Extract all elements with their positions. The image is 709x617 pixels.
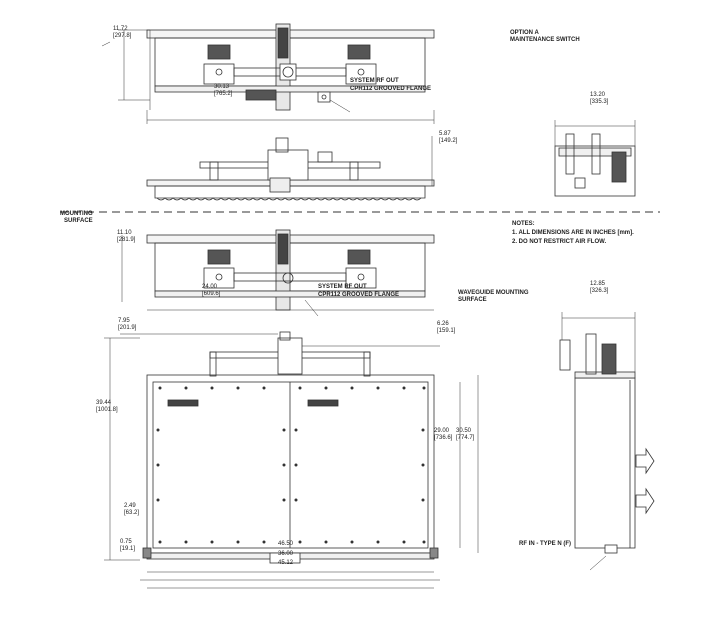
- notes-title: NOTES:: [512, 221, 535, 227]
- dim-d4-mm: [335.3]: [590, 99, 609, 105]
- dim-d17: 45.12: [278, 560, 293, 567]
- waveguide-line2: SURFACE: [458, 297, 487, 303]
- dim-d3-in: 5.87: [439, 131, 451, 137]
- dim-d16: 36.00: [278, 551, 293, 558]
- dim-d12-in: 30.50: [456, 428, 472, 434]
- rf-in-label: RF IN - TYPE N (F): [519, 541, 571, 547]
- dim-d8: 7.95[201.9]: [118, 318, 136, 332]
- flange-label-a: CPR112 GROOVED FLANGE: [350, 86, 432, 92]
- dim-d9-in: 6.26: [437, 321, 449, 327]
- dim-d14-in: 0.75: [120, 539, 132, 545]
- dim-d1-mm: [297.8]: [113, 33, 132, 39]
- dim-d15: 46.50: [278, 541, 293, 548]
- dim-d11-in: 29.00: [434, 428, 450, 434]
- dim-d14: 0.75[19.1]: [120, 539, 135, 553]
- front-view-screws: [156, 386, 426, 544]
- front-view: [104, 331, 479, 589]
- dim-d1: 11.72[297.8]: [113, 26, 131, 40]
- end-view-option-a: [554, 120, 636, 197]
- dim-d4: 13.20[335.3]: [590, 92, 608, 106]
- dim-d13: 2.49[63.2]: [124, 503, 139, 517]
- dim-d2: 30.13[765.2]: [214, 84, 232, 98]
- dim-d16-in: 36.00: [278, 551, 294, 557]
- dim-d6: 24.00[609.6]: [202, 284, 220, 298]
- dim-d14-mm: [19.1]: [120, 546, 136, 552]
- dim-d2-mm: [765.2]: [214, 91, 233, 97]
- dim-d13-in: 2.49: [124, 503, 136, 509]
- dim-d13-mm: [63.2]: [124, 510, 140, 516]
- option-line1: OPTION A: [510, 30, 539, 36]
- dim-d11-mm: [736.6]: [434, 435, 453, 441]
- note-2: 2. DO NOT RESTRICT AIR FLOW.: [512, 239, 607, 245]
- dim-d12-mm: [774.7]: [456, 435, 475, 441]
- option-line2: MAINTENANCE SWITCH: [510, 37, 580, 43]
- dim-d10-mm: [1001.8]: [96, 407, 118, 413]
- dim-d4-in: 13.20: [590, 92, 606, 98]
- dim-d6-in: 24.00: [202, 284, 218, 290]
- dim-d15-in: 46.50: [278, 541, 294, 547]
- dim-d7-in: 12.85: [590, 281, 606, 287]
- dim-d9-mm: [159.1]: [437, 328, 456, 334]
- dim-d6-mm: [609.6]: [202, 291, 221, 297]
- waveguide-line1: WAVEGUIDE MOUNTING: [458, 290, 529, 296]
- dim-d3: 5.87[149.2]: [439, 131, 457, 145]
- mounting-line1: MOUNTING: [60, 211, 93, 217]
- note-1: 1. ALL DIMENSIONS ARE IN INCHES [mm].: [512, 230, 634, 236]
- system-rf-out-label-a: SYSTEM RF OUT: [350, 78, 399, 84]
- dim-d10-in: 39.44: [96, 400, 112, 406]
- side-view-option-a: [146, 136, 435, 201]
- dim-d12: 30.50[774.7]: [456, 428, 474, 442]
- dim-d3-mm: [149.2]: [439, 138, 458, 144]
- dim-d2-in: 30.13: [214, 84, 230, 90]
- flange-label: CPR112 GROOVED FLANGE: [318, 292, 400, 298]
- dim-d11: 29.00[736.6]: [434, 428, 452, 442]
- dim-d5: 11.10[281.9]: [117, 230, 135, 244]
- dim-d17-in: 45.12: [278, 560, 294, 566]
- dim-d1-in: 11.72: [113, 26, 128, 32]
- dim-d7: 12.85[326.3]: [590, 281, 608, 295]
- dim-d8-mm: [201.9]: [118, 325, 137, 331]
- side-view: [559, 312, 655, 571]
- notes: NOTES: 1. ALL DIMENSIONS ARE IN INCHES [m…: [512, 220, 634, 247]
- top-view: [121, 229, 435, 317]
- dim-d5-mm: [281.9]: [117, 237, 136, 243]
- dim-d10: 39.44[1001.8]: [96, 400, 118, 414]
- system-rf-out-label: SYSTEM RF OUT: [318, 284, 367, 290]
- dim-d9: 6.26[159.1]: [437, 321, 455, 335]
- dim-d5-in: 11.10: [117, 230, 132, 236]
- dim-d7-mm: [326.3]: [590, 288, 609, 294]
- mounting-line2: SURFACE: [64, 218, 93, 224]
- dim-d8-in: 7.95: [118, 318, 130, 324]
- top-view-option-a: [101, 23, 435, 124]
